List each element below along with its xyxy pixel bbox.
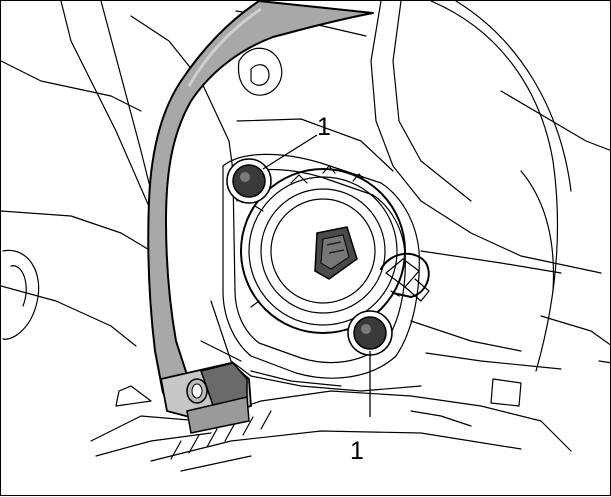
mounting-screw-bottom bbox=[347, 310, 393, 356]
mounting-screw-top bbox=[226, 158, 272, 204]
callout-label-top: 1 bbox=[317, 113, 331, 141]
callout-label-bottom: 1 bbox=[350, 437, 364, 465]
callout-top-leader bbox=[262, 134, 318, 170]
wiring-harness-hose bbox=[147, 1, 374, 394]
retaining-clip bbox=[380, 253, 430, 302]
harness-connector bbox=[159, 362, 252, 434]
body-panel-outlines bbox=[1, 1, 611, 372]
lamp-base-ribs bbox=[90, 352, 572, 472]
lamp-housing bbox=[200, 153, 562, 392]
bulb-socket bbox=[240, 165, 406, 334]
bulb-connector-plug bbox=[314, 226, 358, 280]
